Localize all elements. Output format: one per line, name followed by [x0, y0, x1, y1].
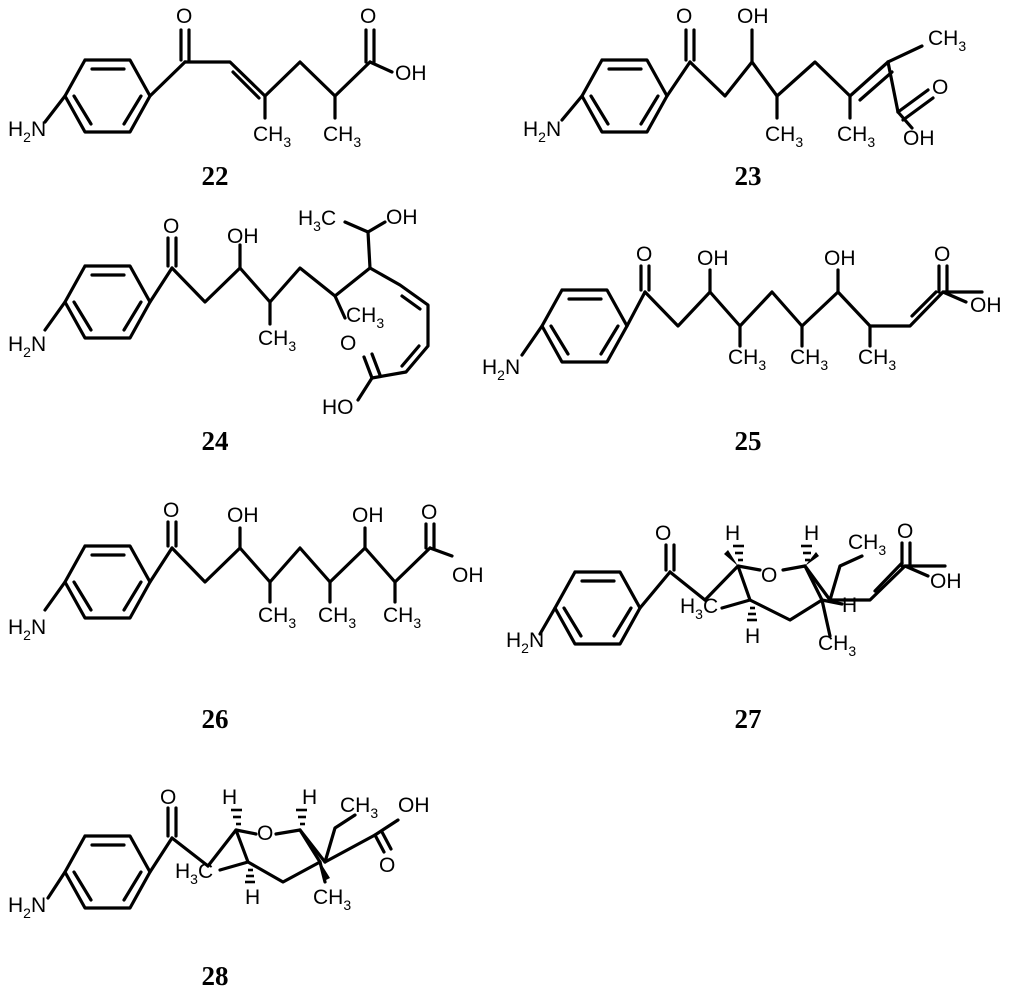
c25-amine: H2N	[482, 356, 520, 383]
c24-oh: OH	[227, 225, 259, 248]
c25-oh-1: OH	[697, 247, 729, 270]
c28-ring-o: O	[257, 822, 273, 845]
c24-carbonyl-o: O	[163, 215, 179, 238]
c28-methyl-1: CH3	[313, 886, 351, 913]
c26-carbonyl-o: O	[163, 499, 179, 522]
c27-acid-oh: OH	[930, 570, 962, 593]
c28-acid-o: O	[379, 854, 395, 877]
c25-acid-o: O	[934, 243, 950, 266]
c27-h-1: H	[725, 522, 740, 545]
c26-acid-o: O	[421, 501, 437, 524]
compound-25-label: 25	[735, 426, 762, 456]
c24-methyl-1: CH3	[258, 327, 296, 354]
compound-27-structure	[538, 541, 947, 646]
compound-26-structure	[43, 520, 454, 620]
c24-acid-ho: HO	[322, 396, 354, 419]
c27-methyl-1: CH3	[818, 632, 856, 659]
c26-methyl-2: CH3	[318, 604, 356, 631]
c28-acid-oh: OH	[398, 794, 430, 817]
c22-carbonyl-o: O	[176, 5, 192, 28]
c27-carbonyl-o: O	[655, 522, 671, 545]
c28-h-2: H	[302, 786, 317, 809]
c28-h3c: H3C	[175, 860, 213, 887]
c27-ring-o: O	[761, 564, 777, 587]
c27-methyl-2: CH3	[848, 531, 886, 558]
c23-methyl-3: CH3	[928, 27, 966, 54]
c26-oh-2: OH	[352, 504, 384, 527]
c26-methyl-1: CH3	[258, 604, 296, 631]
c23-methyl-2: CH3	[837, 123, 875, 150]
c24-methyl-2: CH3	[346, 304, 384, 331]
c23-methyl-1: CH3	[765, 123, 803, 150]
c26-oh-1: OH	[227, 504, 259, 527]
c23-acid-oh: OH	[903, 127, 935, 150]
c22-acid-o: O	[360, 5, 376, 28]
c25-methyl-2: CH3	[790, 346, 828, 373]
c27-h3c: H3C	[680, 595, 718, 622]
c23-carbonyl-o: O	[676, 5, 692, 28]
c25-methyl-1: CH3	[728, 346, 766, 373]
c23-oh: OH	[737, 5, 769, 28]
compound-24-label: 24	[202, 426, 229, 456]
compound-22-structure	[43, 28, 394, 134]
c23-acid-o: O	[932, 76, 948, 99]
c28-methyl-2: CH3	[340, 794, 378, 821]
c22-amine: H2N	[8, 118, 46, 145]
compound-27-label: 27	[735, 704, 762, 734]
c25-oh-2: OH	[824, 247, 856, 270]
c24-h3c: H3C	[298, 207, 336, 234]
compound-24-structure	[43, 220, 430, 402]
compound-23-structure	[560, 28, 935, 134]
c25-acid-oh: OH	[970, 294, 1002, 317]
c26-methyl-3: CH3	[383, 604, 421, 631]
compound-26-label: 26	[202, 704, 229, 734]
compound-22-label: 22	[202, 161, 229, 191]
compound-28-label: 28	[202, 961, 229, 991]
c28-h-1: H	[222, 786, 237, 809]
c28-h-3: H	[245, 886, 260, 909]
compound-23-label: 23	[735, 161, 762, 191]
c24-amine: H2N	[8, 333, 46, 360]
c24-side-oh: OH	[386, 206, 418, 229]
c25-methyl-3: CH3	[858, 346, 896, 373]
c24-acid-o: O	[340, 332, 356, 355]
c27-h-3: H	[745, 625, 760, 648]
c27-h-4: H	[842, 594, 857, 617]
compound-28-structure	[46, 806, 400, 910]
c26-amine: H2N	[8, 616, 46, 643]
c22-acid-oh: OH	[395, 62, 427, 85]
c23-amine: H2N	[523, 118, 561, 145]
c28-amine: H2N	[8, 894, 46, 921]
c27-h-2: H	[804, 522, 819, 545]
c26-acid-oh: OH	[452, 564, 484, 587]
c28-carbonyl-o: O	[160, 786, 176, 809]
c25-carbonyl-o: O	[636, 243, 652, 266]
c22-methyl-2: CH3	[323, 123, 361, 150]
c27-acid-o: O	[897, 520, 913, 543]
c27-amine: H2N	[506, 629, 544, 656]
c22-methyl-1: CH3	[253, 123, 291, 150]
compound-25-structure	[520, 264, 984, 364]
